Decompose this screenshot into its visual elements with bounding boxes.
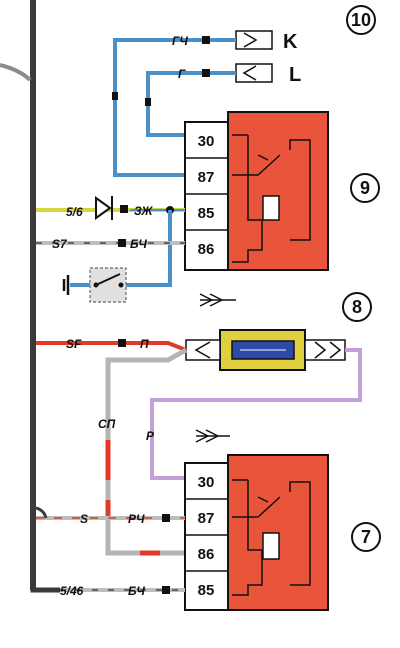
relay-9-pin-30: 30 xyxy=(198,133,215,150)
diode-icon xyxy=(95,196,113,220)
harness-label-sf: SF xyxy=(66,337,82,351)
wire-gch-marker-2 xyxy=(112,92,118,100)
wire-bch-top-label: БЧ xyxy=(130,237,147,251)
connector-l-label: L xyxy=(289,64,301,86)
callout-8: 8 xyxy=(342,292,372,322)
arrow-icon-lower xyxy=(195,429,230,443)
harness-branch-bottom xyxy=(30,560,60,593)
relay-9-pin-86: 86 xyxy=(198,241,215,258)
relay-7-pin-85: 85 xyxy=(198,582,215,599)
wire-gch xyxy=(113,38,236,177)
wire-g-marker xyxy=(202,69,210,77)
wire-sp xyxy=(105,347,188,556)
wire-rch-marker xyxy=(162,514,170,522)
callout-10-label: 10 xyxy=(351,10,371,30)
wire-rch-label: РЧ xyxy=(128,512,145,526)
harness-label-5-46: 5/46 xyxy=(60,584,84,598)
callout-7: 7 xyxy=(351,522,381,552)
connector-k-label: K xyxy=(283,31,298,53)
wire-s-curve xyxy=(35,506,48,519)
wire-switch-feed xyxy=(125,210,172,287)
arrow-icon-upper xyxy=(199,293,236,307)
wire-r xyxy=(150,348,362,480)
relay-9-pin-85: 85 xyxy=(198,205,215,222)
relay-7-pin-30: 30 xyxy=(198,474,215,491)
ground-icon xyxy=(62,275,70,295)
wire-zzh-label: ЗЖ xyxy=(134,204,153,218)
wire-gch-label: ГЧ xyxy=(172,34,188,48)
relay-9-contact xyxy=(232,134,311,263)
relay-9-pin-87: 87 xyxy=(198,169,215,186)
relay-9: 30 87 85 86 xyxy=(184,111,329,271)
wire-gch-marker xyxy=(202,36,210,44)
callout-9: 9 xyxy=(350,173,380,203)
relay-7: 30 87 86 85 xyxy=(184,454,329,611)
wire-bch-bottom-label: БЧ xyxy=(128,584,145,598)
callout-9-label: 9 xyxy=(360,178,370,198)
wire-r-label: Р xyxy=(146,429,155,443)
switch-icon xyxy=(89,267,127,303)
relay-7-pin-86: 86 xyxy=(198,546,215,563)
wire-zzh-marker xyxy=(120,205,128,213)
callout-7-label: 7 xyxy=(361,527,371,547)
callout-10: 10 xyxy=(346,5,376,35)
wire-g-label: Г xyxy=(178,67,186,81)
wire-bch-bottom-marker xyxy=(162,586,170,594)
harness-label-s: S xyxy=(80,512,88,526)
connector-l: L xyxy=(235,63,301,86)
callout-8-label: 8 xyxy=(352,297,362,317)
wire-bch-top-marker xyxy=(118,239,126,247)
wire-g-marker-2 xyxy=(145,98,151,106)
fuse-8 xyxy=(185,329,346,371)
wire-p-label: П xyxy=(140,337,149,351)
wire-p xyxy=(36,341,187,352)
relay-7-pin-87: 87 xyxy=(198,510,215,527)
connector-k: K xyxy=(235,30,298,53)
wire-sp-label: СП xyxy=(98,417,116,431)
harness-branch-top xyxy=(0,63,32,82)
wire-p-marker xyxy=(118,339,126,347)
harness-label-s7: S7 xyxy=(52,237,68,251)
relay-7-contact xyxy=(232,479,311,596)
harness-label-5-6: 5/6 xyxy=(66,205,83,219)
